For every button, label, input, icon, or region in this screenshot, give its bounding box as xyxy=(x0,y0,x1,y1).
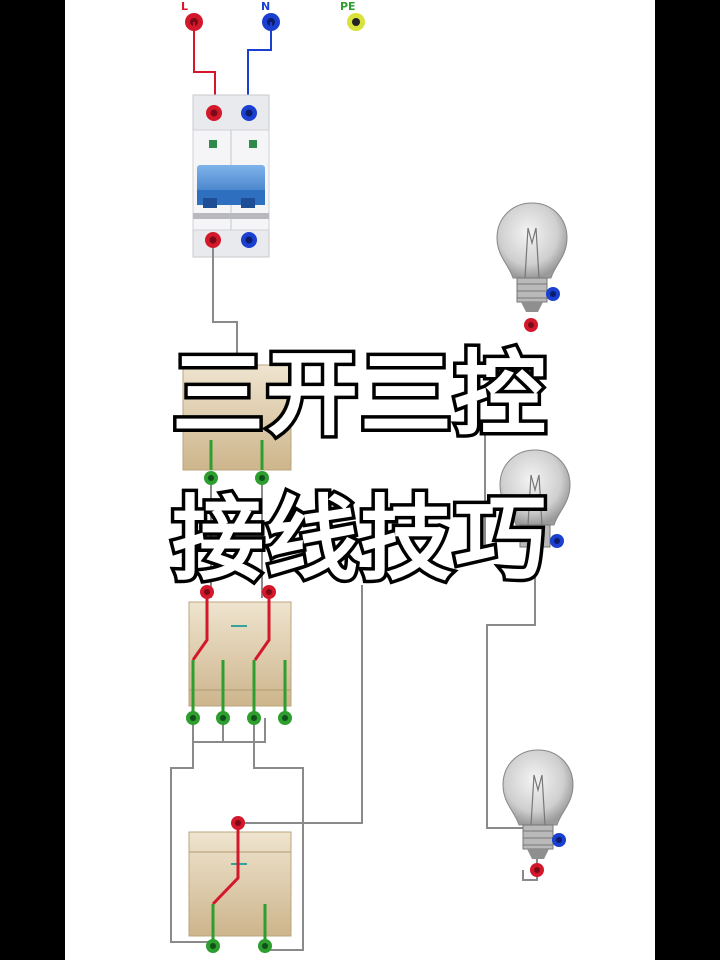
circuit-breaker xyxy=(192,94,270,258)
switch-3[interactable] xyxy=(188,816,292,953)
switch-1[interactable] xyxy=(182,364,292,485)
bulb-3-icon xyxy=(502,749,574,877)
earth-label: PE xyxy=(340,0,356,13)
bulb-2-icon xyxy=(499,449,571,548)
wiring-diagram: L N PE xyxy=(65,0,655,960)
gray-wiring xyxy=(170,248,538,951)
breaker-toggle[interactable] xyxy=(197,165,265,208)
live-label: L xyxy=(181,0,188,13)
earth-supply-terminal[interactable] xyxy=(347,13,365,31)
neutral-label: N xyxy=(261,0,270,13)
switch-2[interactable] xyxy=(186,585,292,725)
live-wire xyxy=(193,22,216,110)
title-line-2: 接线技巧 xyxy=(168,486,549,593)
bulb-1-icon xyxy=(496,202,568,332)
neutral-wire xyxy=(247,22,272,110)
title-line-1: 三开三控 xyxy=(168,341,549,448)
wiring-svg: L N PE xyxy=(170,0,574,953)
